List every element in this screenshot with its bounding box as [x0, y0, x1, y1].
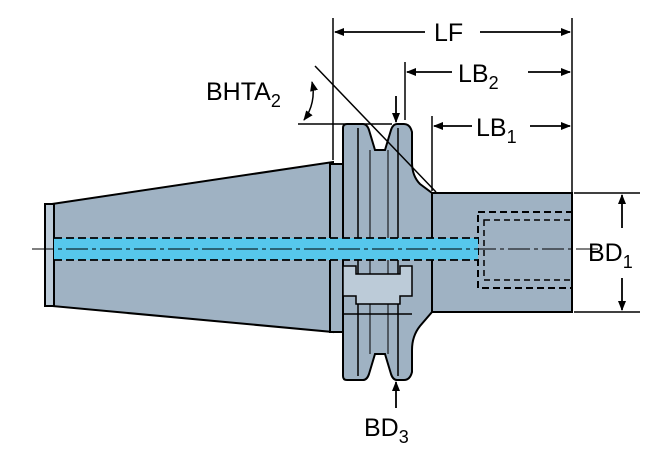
label-bhta2-sub: 2 [271, 91, 281, 111]
threaded-hole-inner [483, 219, 573, 281]
label-bd3-sub: 3 [399, 427, 409, 447]
label-bd3: BD3 [364, 414, 409, 447]
drive-slot [342, 265, 413, 305]
label-bd1-sub: 1 [623, 252, 633, 272]
label-bd1-base: BD [588, 239, 623, 267]
label-bd1: BD1 [588, 239, 633, 272]
label-lb1: LB1 [476, 114, 517, 147]
bhta2-diagonal-line [314, 65, 437, 193]
label-lf: LF [434, 19, 463, 47]
label-bhta2: BHTA2 [206, 78, 281, 111]
taper-end [44, 203, 55, 307]
label-lb1-base: LB [476, 114, 507, 142]
label-lb2-base: LB [458, 60, 489, 88]
label-lb2-sub: 2 [489, 73, 499, 93]
label-bd3-base: BD [364, 414, 399, 442]
label-bhta2-base: BHTA [206, 78, 271, 106]
label-lb2: LB2 [458, 60, 499, 93]
label-lb1-sub: 1 [507, 127, 517, 147]
bhta2-angle-arc [303, 81, 318, 121]
